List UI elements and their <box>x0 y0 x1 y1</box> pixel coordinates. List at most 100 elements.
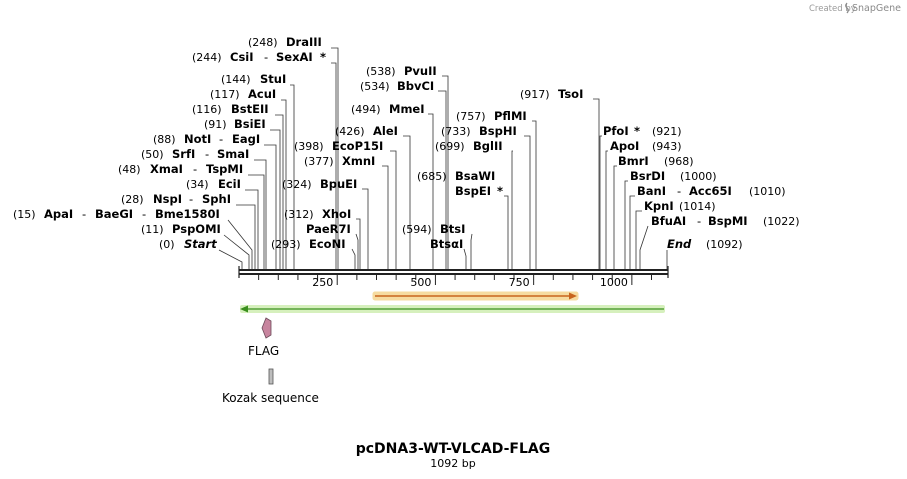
site-name-pfoi: PfoI <box>603 124 629 138</box>
svg-text:*: * <box>634 124 640 138</box>
site-labels-right-middle: (757) PflMI (733) BspHI (699) BglII (685… <box>402 109 527 251</box>
site-pos: (1010) <box>749 185 786 198</box>
svg-text:-: - <box>697 214 701 228</box>
site-name-econi: EcoNI <box>309 237 345 251</box>
site-name-btsi: BtsI <box>440 222 465 236</box>
kozak-feature-icon <box>268 368 274 385</box>
leader-pfoi <box>599 135 602 270</box>
site-pos: (1000) <box>680 170 717 183</box>
site-pos: (594) <box>402 223 432 236</box>
flag-feature-icon <box>261 317 272 339</box>
leader-bsrdi <box>624 180 628 270</box>
site-pos: (293) <box>271 238 301 251</box>
leader-bbvci <box>438 90 447 270</box>
leader-acui <box>281 99 287 270</box>
site-name-paer7i: PaeR7I <box>306 222 351 236</box>
svg-text:-: - <box>82 207 86 221</box>
site-name-bmri: BmrI <box>618 154 649 168</box>
site-pos: (534) <box>360 80 390 93</box>
leader-pflmi <box>532 120 537 270</box>
site-name-acui: AcuI <box>248 87 276 101</box>
leader-alei <box>403 135 411 270</box>
svg-text:-: - <box>189 192 193 206</box>
site-name-bsawi: BsaWI <box>455 169 495 183</box>
site-pos: (312) <box>284 208 314 221</box>
site-name-pvuii: PvuII <box>404 64 437 78</box>
site-pos: (1014) <box>679 200 716 213</box>
leader-paer7i <box>355 233 359 270</box>
leader-btsai <box>463 248 467 270</box>
site-labels-left: (248) DraIII (244) CsiI - SexAI * (144) … <box>13 35 326 251</box>
site-name-bsiei: BsiEI <box>234 117 266 131</box>
site-name-ecop15i: EcoP15I <box>332 139 383 153</box>
site-name-mmei: MmeI <box>389 102 425 116</box>
site-name-sexai: SexAI <box>276 50 313 64</box>
site-name-alei: AleI <box>373 124 398 138</box>
site-pos: (757) <box>456 110 486 123</box>
site-name-bbvci: BbvCI <box>397 79 434 93</box>
snapgene-logo-icon <box>845 2 849 14</box>
site-pos: (1022) <box>763 215 800 228</box>
leader-srfi <box>254 159 267 270</box>
site-name-draiii: DraIII <box>286 35 322 49</box>
svg-text:-: - <box>677 184 681 198</box>
site-pos: (88) <box>153 133 176 146</box>
site-name-bspei: BspEI <box>455 184 491 198</box>
site-name-apoi: ApoI <box>610 139 639 153</box>
site-name-btsai: BtsαI <box>430 237 463 251</box>
site-pos: (943) <box>652 140 682 153</box>
svg-text:-: - <box>142 207 146 221</box>
leader-econi <box>351 248 356 270</box>
leader-ecop15i <box>390 150 397 270</box>
site-pos: (377) <box>304 155 334 168</box>
site-name-kpni: KpnI <box>644 199 674 213</box>
svg-text:-: - <box>205 147 209 161</box>
end-pos: (1092) <box>706 238 743 251</box>
site-name-srfi: SrfI <box>172 147 195 161</box>
map-length: 1092 bp <box>430 457 475 470</box>
svg-text:*: * <box>497 184 503 198</box>
start-pos: (0) <box>159 238 175 251</box>
vector-span-line[interactable] <box>240 305 665 313</box>
site-name-stui: StuI <box>260 72 286 86</box>
site-pos: (11) <box>141 223 164 236</box>
svg-text:*: * <box>320 50 326 64</box>
leader-apai <box>227 219 253 270</box>
feature-kozak[interactable]: Kozak sequence <box>222 368 319 405</box>
feature-flag[interactable]: FLAG <box>248 317 279 358</box>
leader-noti <box>264 144 277 270</box>
site-pos: (733) <box>441 125 471 138</box>
site-pos: (34) <box>186 178 209 191</box>
map-title: pcDNA3-WT-VLCAD-FLAG <box>356 441 551 457</box>
site-name-noti: NotI <box>184 132 211 146</box>
axis-tick-label: 750 <box>509 276 530 289</box>
orf-arrow[interactable] <box>372 291 579 301</box>
leader-bsteii <box>275 114 284 270</box>
site-name-acc65i: Acc65I <box>689 184 732 198</box>
site-pos: (244) <box>192 51 222 64</box>
leader-bglii <box>511 150 513 270</box>
leader-xhoi <box>356 218 361 270</box>
site-name-csii: CsiI <box>230 50 254 64</box>
site-name-pflmi: PflMI <box>494 109 527 123</box>
site-pos: (494) <box>351 103 381 116</box>
site-pos: (144) <box>221 73 251 86</box>
leader-bsphi <box>524 135 531 270</box>
leader-ecii <box>245 189 259 270</box>
leader-start <box>218 249 243 270</box>
site-pos: (28) <box>121 193 144 206</box>
leader-btsi <box>470 233 473 270</box>
site-pos: (685) <box>417 170 447 183</box>
site-name-bsteii: BstEII <box>231 102 269 116</box>
site-name-sphi: SphI <box>202 192 231 206</box>
site-name-baegi: BaeGI <box>95 207 133 221</box>
site-name-apai: ApaI <box>44 207 73 221</box>
leader-kpni <box>635 210 642 270</box>
axis-tick-label: 250 <box>312 276 333 289</box>
site-name-xmni: XmnI <box>342 154 375 168</box>
site-pos: (426) <box>335 125 365 138</box>
leader-bsawi <box>504 195 509 270</box>
site-pos: (50) <box>141 148 164 161</box>
leader-bmri <box>613 165 617 270</box>
site-pos: (699) <box>435 140 465 153</box>
